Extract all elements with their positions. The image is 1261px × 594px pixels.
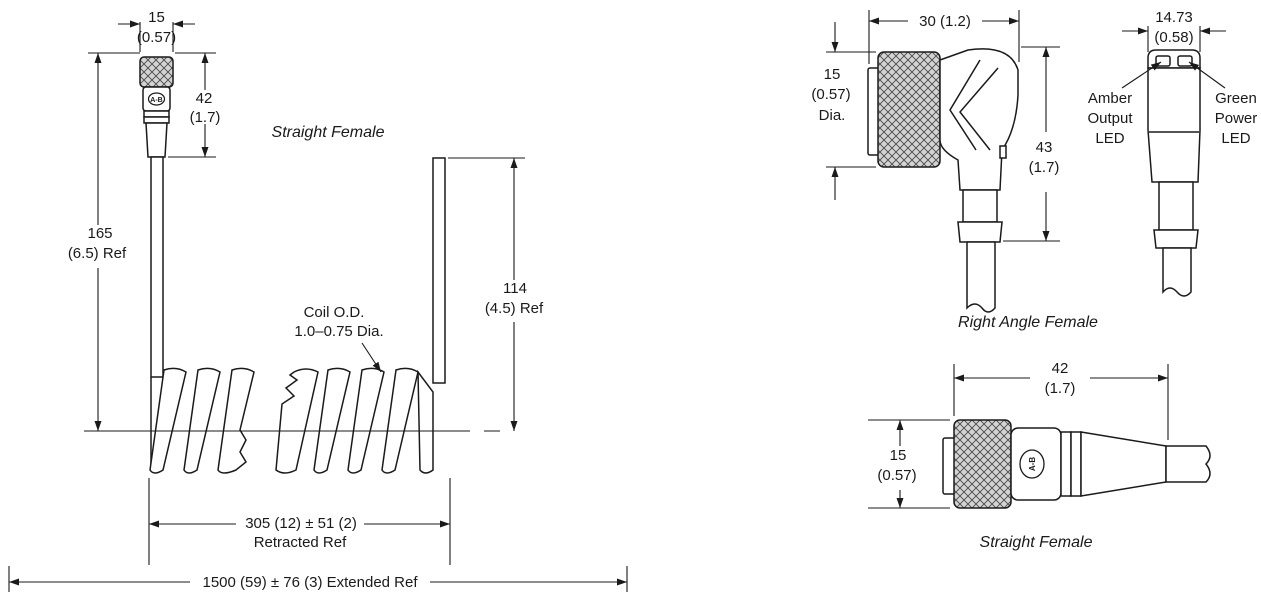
dim-straight-length: 42 (1.7) <box>953 360 1169 440</box>
dim-label: 165 <box>87 225 112 242</box>
amber-led-callout: Amber Output LED <box>1087 61 1162 147</box>
dim-label: 42 <box>1052 360 1069 377</box>
connector-ring <box>1060 431 1072 497</box>
right-angle-side-view <box>1147 49 1201 297</box>
dim-label: 15 <box>148 9 165 26</box>
dim-label: (0.57) <box>137 29 176 46</box>
neck <box>962 189 998 223</box>
cable <box>1165 445 1211 483</box>
coil-left-group <box>149 367 255 474</box>
front-face <box>942 437 956 495</box>
dim-label: 14.73 <box>1155 9 1193 26</box>
ab-logo-icon: A-B <box>1019 449 1045 479</box>
dim-lead-length: 165 (6.5) Ref <box>68 52 140 431</box>
dim-tail-length: 114 (4.5) Ref <box>448 157 544 431</box>
dim-label: (1.7) <box>190 109 221 126</box>
ab-logo-icon: A-B <box>147 92 166 106</box>
dim-label: (6.5) Ref <box>68 245 127 262</box>
cable <box>966 241 996 313</box>
dim-side-width: 14.73 (0.58) <box>1122 9 1226 52</box>
logo-text: A-B <box>150 97 162 104</box>
elbow-contour <box>959 67 999 151</box>
knurled-coupling-nut <box>139 56 174 88</box>
side-cable <box>1162 247 1192 297</box>
cable-gland <box>957 221 1003 243</box>
dim-label: (4.5) Ref <box>485 300 544 317</box>
dim-label: (1.7) <box>1029 159 1060 176</box>
dim-label: 1500 (59) ± 76 (3) Extended Ref <box>202 574 418 591</box>
coil-turn <box>149 367 187 474</box>
dim-label: 43 <box>1036 139 1053 156</box>
dim-label: 15 <box>824 66 841 83</box>
dim-head-length: 42 (1.7) <box>168 52 221 158</box>
knurled-coupling-nut <box>953 419 1012 509</box>
led-label: Output <box>1087 110 1133 127</box>
led-label: LED <box>1221 130 1250 147</box>
connector-ring <box>1070 431 1082 497</box>
dim-label: 305 (12) ± 51 (2) <box>245 515 357 532</box>
dim-label: 30 (1.2) <box>919 13 971 30</box>
dim-right-angle-height: 43 (1.7) <box>1003 46 1060 242</box>
straight-coil-view: A-B <box>8 9 628 592</box>
side-body <box>1147 67 1201 183</box>
coil-turn <box>275 368 319 474</box>
led-label: LED <box>1095 130 1124 147</box>
side-neck <box>1158 181 1194 231</box>
side-gland <box>1153 229 1199 249</box>
connector-ring <box>143 116 170 124</box>
dim-label: (0.57) <box>811 86 850 103</box>
dim-connector-width: 15 (0.57) <box>118 9 195 52</box>
led-window <box>999 145 1007 159</box>
caption-straight-female-coil: Straight Female <box>272 124 385 141</box>
led-label: Power <box>1215 110 1258 127</box>
tail-cable <box>432 157 446 384</box>
coil-turn <box>217 367 255 474</box>
dim-label: Retracted Ref <box>254 534 347 551</box>
connector-ring <box>143 110 170 118</box>
dim-label: 114 <box>503 280 527 297</box>
strain-relief <box>145 122 168 158</box>
led-label: Amber <box>1088 90 1132 107</box>
elbow-contour <box>949 59 981 151</box>
coil-turn <box>347 367 385 474</box>
straight-small-view: A-B 42 (1.7) 15 (0.57) Straight Female <box>868 360 1211 551</box>
coil-right-group <box>275 367 434 474</box>
dim-extended-length: 1500 (59) ± 76 (3) Extended Ref <box>8 566 628 592</box>
coil-turn <box>417 369 434 474</box>
dim-label: 42 <box>196 90 213 107</box>
dim-label: 15 <box>890 447 907 464</box>
logo-text: A-B <box>1028 457 1037 471</box>
dim-label: Dia. <box>819 107 846 124</box>
dim-label: (0.58) <box>1154 29 1193 46</box>
dim-label: (0.57) <box>877 467 916 484</box>
coil-turn <box>381 367 419 474</box>
coil-od-note: Coil O.D. 1.0–0.75 Dia. <box>294 304 384 373</box>
dim-retracted-length: 305 (12) ± 51 (2) Retracted Ref <box>148 478 451 565</box>
strain-relief <box>1080 431 1167 497</box>
coil-turn <box>183 367 221 474</box>
right-angle-view: 30 (1.2) 15 (0.57) Dia. 43 (1.7) <box>811 9 1257 331</box>
lead-cable <box>150 156 164 378</box>
dim-straight-diameter: 15 (0.57) <box>868 419 950 509</box>
led-slot <box>1177 55 1193 67</box>
dim-right-angle-diameter: 15 (0.57) Dia. <box>811 22 876 200</box>
elbow-body <box>939 48 1019 191</box>
dim-label: (1.7) <box>1045 380 1076 397</box>
caption-right-angle-female: Right Angle Female <box>958 314 1098 331</box>
caption-straight-female: Straight Female <box>980 534 1093 551</box>
coil-turn <box>313 367 351 474</box>
note-line: Coil O.D. <box>304 304 365 321</box>
note-line: 1.0–0.75 Dia. <box>294 323 383 340</box>
dim-right-angle-width: 30 (1.2) <box>868 10 1020 64</box>
knurled-coupling-nut <box>877 51 941 168</box>
green-led-callout: Green Power LED <box>1188 61 1258 147</box>
led-label: Green <box>1215 90 1257 107</box>
